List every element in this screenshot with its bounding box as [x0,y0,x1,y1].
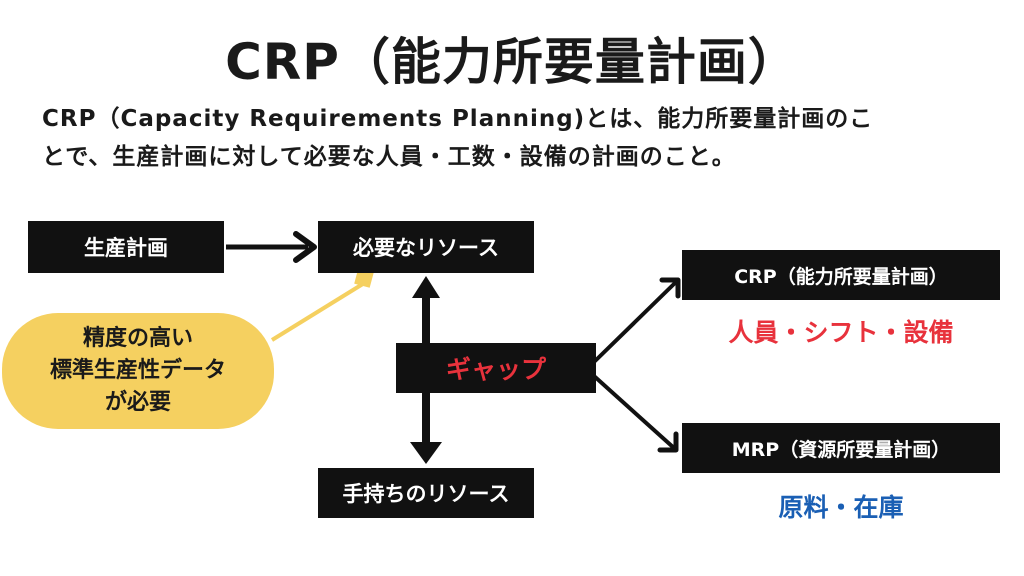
mrp-box: MRP（資源所要量計画） [682,423,1000,473]
description-line-2: とで、生産計画に対して必要な人員・工数・設備の計画のこと。 [42,144,736,170]
crp-output: 人員・シフト・設備 [728,318,954,347]
gap-label: ギャップ [445,355,546,384]
production-plan-label: 生産計画 [84,236,168,260]
callout-connector [270,280,368,342]
description-line-1: CRP（Capacity Requirements Planning)とは、能力… [42,106,874,132]
on-hand-resources-label: 手持ちのリソース [342,482,510,506]
arrow-vertical-up-head [412,276,440,298]
arrow-gap-to-crp [592,280,678,364]
callout-connector-anchor [354,268,374,288]
arrow-gap-to-crp-head [659,277,681,299]
arrow-gap-to-mrp-head [657,431,679,453]
arrow-vertical-down-head [410,442,442,464]
arrow-gap-to-mrp [592,374,676,450]
required-resources-box: 必要なリソース [318,221,534,273]
mrp-output: 原料・在庫 [778,493,904,522]
description: CRP（Capacity Requirements Planning)とは、能力… [42,100,992,176]
arrow-plan-to-required-head [293,231,317,263]
callout-line-2: 標準生産性データ [49,358,226,383]
callout-line-1: 精度の高い [82,326,193,351]
on-hand-resources-box: 手持ちのリソース [318,468,534,518]
required-resources-label: 必要なリソース [353,236,499,260]
crp-label: CRP（能力所要量計画） [734,265,948,288]
gap-box: ギャップ [396,343,596,393]
production-plan-box: 生産計画 [28,221,224,273]
page-title: CRP（能力所要量計画） [225,33,799,91]
mrp-label: MRP（資源所要量計画） [731,438,951,461]
crp-box: CRP（能力所要量計画） [682,250,1000,300]
callout-bubble: 精度の高い 標準生産性データ が必要 [2,313,274,429]
callout-line-3: が必要 [104,390,171,415]
